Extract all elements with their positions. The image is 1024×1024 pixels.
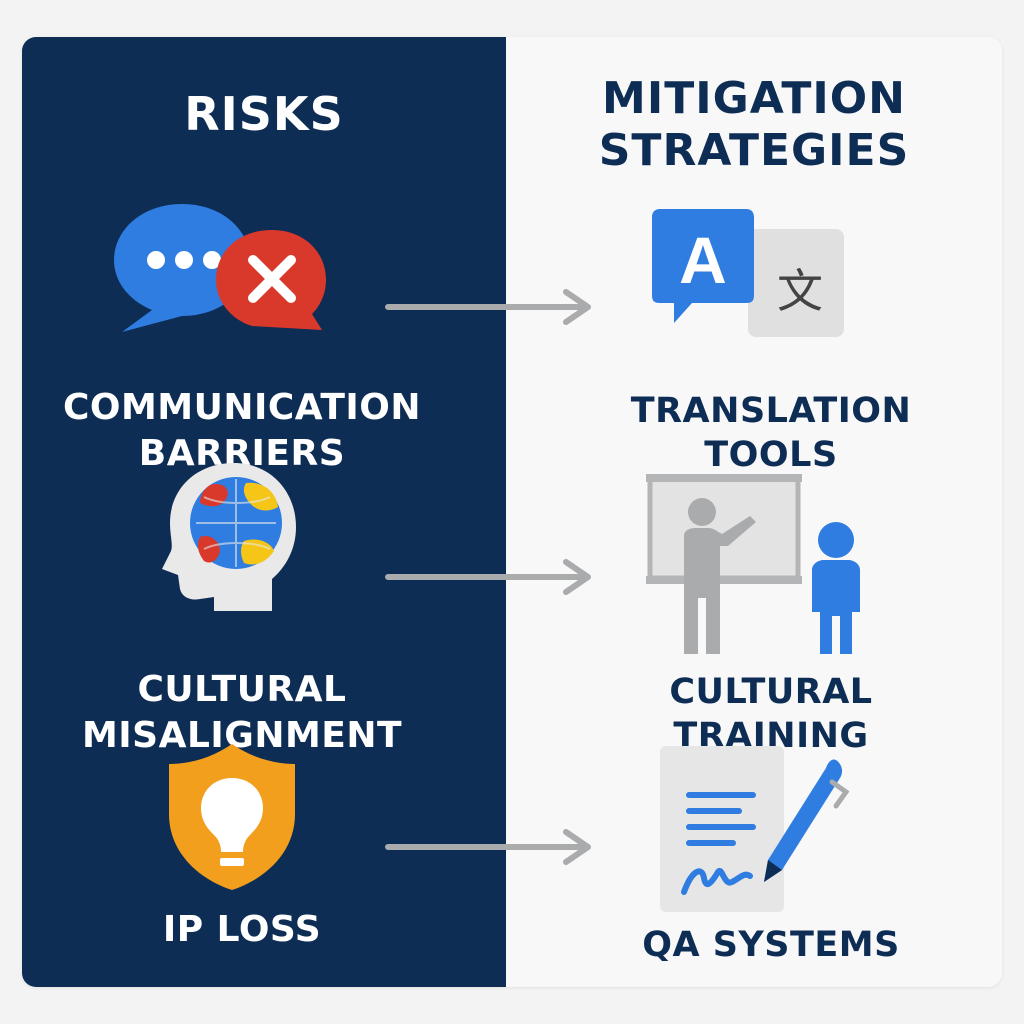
shield-lightbulb-icon bbox=[169, 744, 295, 890]
strategy-label-cultural-training: CULTURAL TRAINING bbox=[669, 672, 873, 756]
arrow-right-icon bbox=[385, 559, 591, 595]
arrow-right-icon bbox=[385, 289, 591, 325]
risks-panel: RISKS COMMUNICATION BARRIERS CULTURAL MI… bbox=[22, 37, 506, 987]
presentation-training-icon bbox=[646, 474, 860, 654]
risks-heading: RISKS bbox=[184, 87, 344, 141]
infographic-card: RISKS COMMUNICATION BARRIERS CULTURAL MI… bbox=[22, 37, 1002, 987]
translate-icon: A 文 bbox=[652, 209, 844, 337]
risk-label-cultural-misalignment: CULTURAL MISALIGNMENT bbox=[81, 669, 403, 756]
risk-label-ip-loss: IP LOSS bbox=[162, 909, 322, 950]
translate-glyph-b: 文 bbox=[777, 264, 823, 318]
chat-error-icon bbox=[114, 204, 326, 332]
strategy-label-translation-tools: TRANSLATION TOOLS bbox=[630, 391, 912, 475]
strategy-label-qa-systems: QA SYSTEMS bbox=[642, 925, 900, 965]
strategies-panel: MITIGATION STRATEGIES A 文 TRANSLATION TO… bbox=[506, 37, 1002, 987]
strategies-heading: MITIGATION STRATEGIES bbox=[598, 73, 910, 176]
document-pen-icon bbox=[660, 746, 850, 912]
translate-glyph-a: A bbox=[679, 223, 727, 297]
arrow-right-icon bbox=[385, 829, 591, 865]
head-globe-icon bbox=[162, 463, 296, 611]
